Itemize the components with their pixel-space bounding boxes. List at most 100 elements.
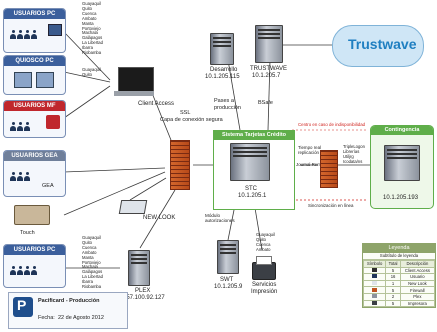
legend-symbol-icon (362, 292, 387, 301)
group-usuarios-mf: USUARIOS MF (3, 100, 66, 138)
tool-item: Icodata/ns (343, 158, 363, 164)
servicios-impresion-label: Servicios Impresión (251, 282, 278, 295)
pases-produccion-label: Pases a producción (214, 98, 241, 111)
trustwave-ip: 10.1.205.7 (252, 73, 281, 79)
tiempo-real-label: Tiempo real replicación (298, 145, 322, 156)
tool-item: TripleLogon (343, 144, 365, 149)
legend-description: Plex (399, 292, 436, 301)
stc-server-icon (230, 143, 270, 181)
city-item: Guayaquil (256, 232, 275, 237)
new-look-label: NEW LOOK (143, 215, 176, 221)
capa-conexion-label: Capa de conexión segura (160, 117, 223, 123)
city-item: Machala (82, 264, 98, 270)
legend-symbol-icon (362, 266, 387, 275)
group-usuarios-pc-bottom: USUARIOS PC (3, 244, 66, 288)
gea-label: GEA (42, 183, 54, 189)
tool-item: Utiljrg (343, 153, 354, 159)
city-item: Guayaquil (82, 67, 101, 72)
legend-subtitle: Subtítulo de leyenda (363, 253, 435, 260)
legend-symbol-icon (362, 299, 387, 308)
desarrollo-name: Desarrollo (210, 67, 238, 73)
legend-total: 5 (385, 299, 401, 308)
city-item: Quito (82, 239, 93, 245)
contingencia-ip: 10.1.205.193 (383, 195, 419, 201)
fecha-value: 22 de Agosto 2012 (58, 315, 104, 321)
group-title: QUIOSCO PC (4, 56, 65, 66)
ssl-label: SSL (180, 110, 191, 116)
legend-description: Usuario (399, 273, 436, 281)
modulo-autorizaciones-label: Módulo autorizaciones (205, 213, 235, 224)
firewall-left-icon (170, 140, 190, 190)
city-item: Quito (256, 236, 267, 242)
group-usuarios-gea: USUARIOS GEA GEA (3, 150, 66, 197)
group-title: USUARIOS PC (4, 9, 65, 19)
city-item: Ambato (256, 246, 271, 252)
group-usuarios-pc-top: USUARIOS PC (3, 8, 66, 53)
city-item: Portoviejo (82, 25, 101, 31)
trustwave-server-icon (255, 25, 283, 63)
plex-ip: 157.100.92.127 (123, 295, 165, 301)
city-item: Galápagos (82, 35, 103, 41)
city-item: Guayaquil (82, 1, 101, 6)
swt-server-icon (217, 240, 239, 274)
legend-description: Impresora (399, 299, 436, 308)
legend-title: Leyenda (363, 244, 435, 253)
touch-device-icon (14, 205, 50, 225)
client-access-terminal-icon (118, 67, 154, 93)
city-item: Galápagos (82, 269, 103, 275)
city-item: Manta (82, 20, 94, 26)
trustwave-name: TRUSTWAVE (250, 66, 287, 72)
company-name: Pacificard - Producción (38, 298, 100, 304)
city-item: Quito (82, 5, 93, 11)
legend-header-descripcion: Descripción (399, 260, 436, 268)
legend: Leyenda Subtítulo de leyenda Símbolo Tot… (362, 243, 436, 309)
kiosk-icon (36, 72, 54, 88)
plex-name: PLEX (135, 288, 151, 294)
users-icon (10, 26, 38, 44)
legend-total: 5 (385, 286, 401, 294)
pacificard-logo-icon (13, 297, 33, 317)
swt-ip: 10.1.205.9 (214, 284, 243, 290)
city-item: Cuenca (82, 10, 97, 16)
legend-header-total: Total (385, 260, 401, 268)
users-icon (10, 168, 31, 186)
legend-total: 5 (385, 266, 401, 275)
city-item: Ibarra (82, 279, 93, 285)
city-item: Riobamba (82, 50, 102, 56)
kiosk-icon (14, 72, 32, 88)
users-icon (10, 118, 31, 136)
swt-name: SWT (220, 277, 234, 283)
touch-label: Touch (20, 230, 35, 236)
group-quiosco-pc: QUIOSCO PC (3, 55, 66, 95)
legend-description: Client Access (399, 266, 436, 275)
desarrollo-server-icon (210, 33, 234, 65)
group-title: USUARIOS PC (4, 245, 65, 255)
legend-total: 1 (385, 279, 401, 288)
city-item: Ambato (82, 249, 97, 255)
desarrollo-ip: 10.1.205.115 (205, 74, 240, 80)
pacificard-logo-mark: P (17, 297, 27, 313)
tool-item: Librerías (343, 148, 360, 154)
city-item: Ambato (82, 15, 97, 21)
city-item: Quito (82, 71, 93, 77)
city-item: Cuenca (256, 241, 271, 247)
city-item: La Libertad (82, 274, 103, 280)
client-access-keyboard-icon (114, 91, 154, 96)
city-item: Manta (82, 254, 94, 260)
stc-ip: 10.1.205.1 (238, 193, 267, 199)
central-system-title: Sistema Tarjetas Crédito (214, 131, 294, 140)
new-look-laptop-icon (118, 200, 148, 214)
legend-symbol-icon (362, 286, 387, 294)
monitor-icon (48, 24, 62, 36)
legend-description: New Look (399, 279, 436, 288)
legend-description: Firewall (399, 286, 436, 294)
fecha-label: Fecha: (38, 315, 55, 321)
sincronizacion-label: Sincronización en línea (308, 203, 354, 208)
mf-logo-icon (46, 115, 60, 129)
